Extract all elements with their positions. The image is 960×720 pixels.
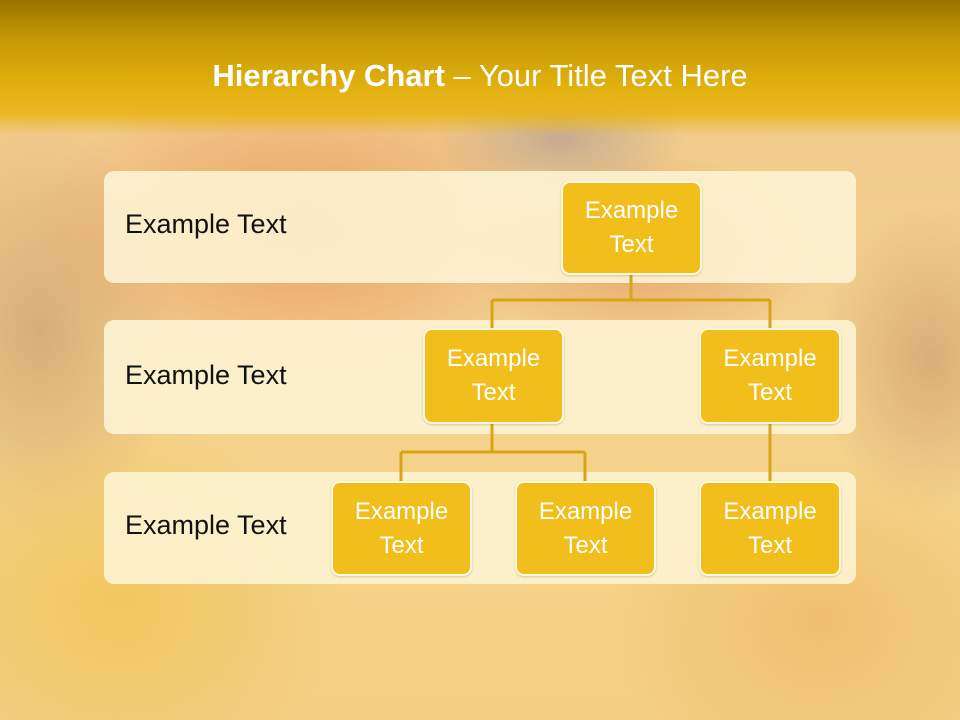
node-level3-c-text: Example Text <box>723 497 817 559</box>
level-label-1: Example Text <box>125 209 287 239</box>
slide-title: Hierarchy Chart – Your Title Text Here <box>0 58 960 94</box>
title-rest: – Your Title Text Here <box>444 58 748 93</box>
title-bold: Hierarchy Chart <box>212 58 445 93</box>
node-level3-a-text: Example Text <box>354 497 449 559</box>
node-level2-left[interactable]: Example Text <box>423 328 564 424</box>
node-level2-right[interactable]: Example Text <box>699 328 841 424</box>
title-bar <box>0 0 960 135</box>
node-root[interactable]: Example Text <box>561 181 702 275</box>
node-level3-a[interactable]: Example Text <box>331 481 472 576</box>
node-level3-b-text: Example Text <box>538 497 633 559</box>
level-band-1: Example Text <box>104 171 856 283</box>
node-level3-c[interactable]: Example Text <box>699 481 841 576</box>
level-label-3: Example Text <box>125 510 287 540</box>
level-label-2: Example Text <box>125 360 287 390</box>
node-level2-right-text: Example Text <box>723 345 817 406</box>
node-root-text: Example Text <box>584 197 679 258</box>
node-level2-left-text: Example Text <box>446 345 541 406</box>
node-level3-b[interactable]: Example Text <box>515 481 656 576</box>
